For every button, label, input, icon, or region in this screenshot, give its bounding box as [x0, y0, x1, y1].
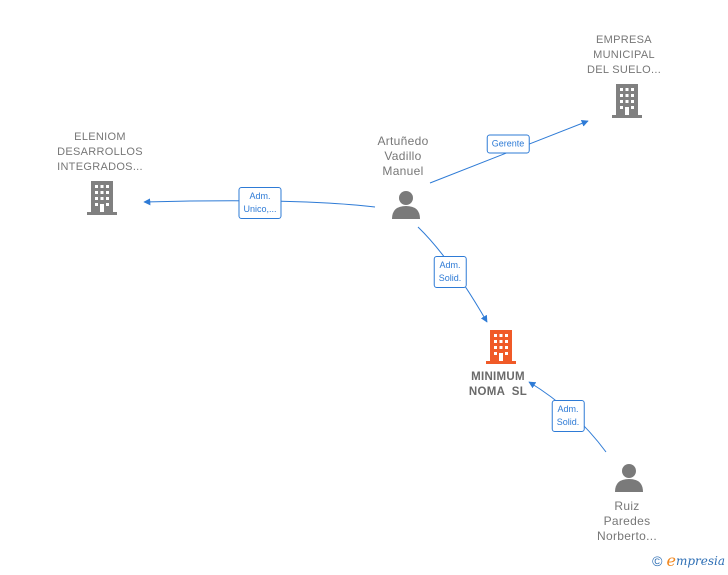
empresia-logo-initial: e [666, 551, 676, 570]
edge-label-gerente[interactable]: Gerente [486, 134, 530, 154]
person-label-artunedo[interactable]: Artuñedo Vadillo Manuel [377, 134, 429, 178]
edge-label-adm-unico[interactable]: Adm. Unico,... [238, 187, 282, 219]
person-icon[interactable] [391, 190, 421, 220]
building-icon-main[interactable] [486, 330, 516, 364]
company-label-eleniom[interactable]: ELENIOM DESARROLLOS INTEGRADOS... [57, 131, 143, 173]
building-icon[interactable] [87, 181, 117, 215]
building-icon[interactable] [612, 84, 642, 118]
empresia-logo-text: mpresia [675, 553, 725, 568]
person-icon[interactable] [614, 463, 644, 493]
edge-label-adm-solid-artunedo[interactable]: Adm. Solid. [433, 256, 467, 288]
company-label-minimum-noma[interactable]: MINIMUM NOMA SL [468, 371, 528, 398]
copyright-icon: © [652, 552, 663, 569]
person-label-ruiz[interactable]: Ruiz Paredes Norberto... [597, 499, 657, 543]
company-label-empresa-municipal[interactable]: EMPRESA MUNICIPAL DEL SUELO... [586, 34, 662, 76]
edge-label-adm-solid-ruiz[interactable]: Adm. Solid. [551, 400, 585, 432]
